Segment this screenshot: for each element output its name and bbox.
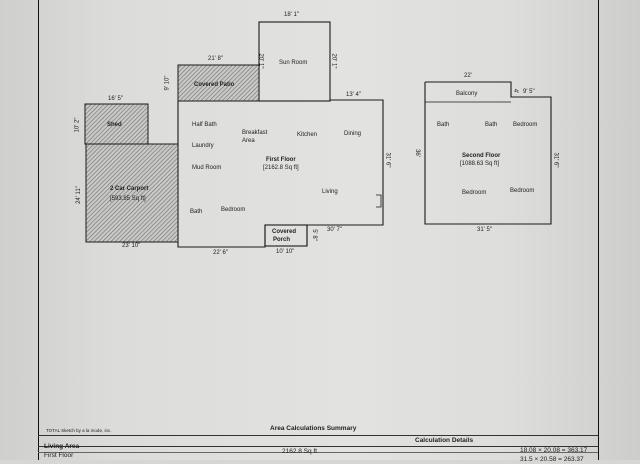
room-first-floor-area: [2162.8 Sq ft] bbox=[263, 165, 299, 171]
dim-main-bottom-right: 30' 7" bbox=[327, 227, 342, 233]
room-sun-room: Sun Room bbox=[279, 60, 308, 66]
page-border-right bbox=[598, 0, 599, 460]
footer-top-rule bbox=[38, 435, 598, 436]
room-bedroom2-br: Bedroom bbox=[510, 188, 535, 194]
dim-main-right-side: 31' 6" bbox=[384, 152, 391, 168]
footer-calc-line: 18.08 × 20.08 = 363.17 bbox=[520, 447, 588, 454]
dim-balcony-side: 4' bbox=[512, 88, 519, 94]
room-carport-area: [593.85 Sq ft] bbox=[110, 196, 146, 202]
footer-calc-details: Calculation Details bbox=[415, 437, 474, 444]
dim-shed-side: 10' 2" bbox=[74, 117, 81, 133]
footer-lower-rule bbox=[38, 452, 598, 453]
room-mud-room: Mud Room bbox=[192, 165, 222, 171]
dim-sun-top: 18' 1" bbox=[284, 12, 299, 18]
footer-living-area: Living Area bbox=[44, 443, 80, 450]
room-bedroom2-tr: Bedroom bbox=[513, 122, 538, 128]
dim-carport-side: 24' 11" bbox=[75, 186, 82, 204]
footer-first-floor: First Floor bbox=[44, 452, 74, 459]
second-floor-outline bbox=[424, 81, 552, 225]
room-bedroom2-bl: Bedroom bbox=[462, 190, 487, 196]
room-half-bath: Half Bath bbox=[192, 122, 217, 128]
covered-patio-hatch bbox=[177, 64, 260, 102]
room-kitchen: Kitchen bbox=[297, 132, 318, 138]
room-dining: Dining bbox=[344, 131, 362, 137]
dim-balcony-right: 9' 5" bbox=[523, 89, 535, 95]
dim-shed-top: 16' 5" bbox=[108, 96, 123, 102]
dim-porch-side: 5' 8" bbox=[310, 229, 317, 241]
shed-hatch bbox=[84, 103, 149, 145]
room-second-floor: Second Floor bbox=[462, 153, 501, 159]
dim-second-left: 36' bbox=[413, 149, 420, 157]
room-shed: Shed bbox=[107, 122, 122, 128]
dim-second-top: 22' bbox=[464, 73, 472, 79]
room-covered-porch-1: Covered bbox=[272, 229, 297, 235]
living-bracket bbox=[376, 194, 382, 208]
footer-first-floor-value: 2162.8 Sq ft bbox=[282, 448, 318, 455]
footer-credit: TOTAL Sketch by a la mode, inc. bbox=[46, 428, 112, 433]
dim-sun-right: 20' 1" bbox=[330, 53, 337, 69]
room-bath: Bath bbox=[190, 209, 203, 215]
room-bedroom: Bedroom bbox=[221, 207, 246, 213]
room-carport: 2 Car Carport bbox=[110, 186, 149, 192]
dim-sun-left: 20' 1" bbox=[257, 53, 264, 69]
footer-summary-title: Area Calculations Summary bbox=[270, 425, 357, 432]
dim-main-right-top: 13' 4" bbox=[346, 92, 361, 98]
footer-calc-line2: 31.5 × 20.58 = 263.37 bbox=[520, 456, 584, 463]
dim-patio-top: 21' 8" bbox=[208, 56, 223, 62]
room-breakfast-area: Area bbox=[242, 138, 255, 144]
room-covered-patio: Covered Patio bbox=[194, 82, 235, 88]
dim-second-bottom: 31' 5" bbox=[477, 227, 492, 233]
room-balcony: Balcony bbox=[456, 91, 478, 97]
room-bath2-mid: Bath bbox=[485, 122, 498, 128]
dim-main-bottom-left: 22' 6" bbox=[213, 250, 228, 256]
room-laundry: Laundry bbox=[192, 143, 214, 149]
room-first-floor: First Floor bbox=[266, 157, 296, 163]
dim-patio-side: 9' 10" bbox=[164, 75, 171, 91]
room-second-floor-area: [1088.63 Sq ft] bbox=[460, 161, 500, 167]
footer-middle-rule bbox=[38, 446, 598, 447]
carport-hatch bbox=[85, 143, 179, 243]
room-covered-porch-2: Porch bbox=[273, 237, 291, 243]
room-bath2-left: Bath bbox=[437, 122, 450, 128]
dim-carport-bottom: 23' 10" bbox=[122, 243, 141, 249]
room-living: Living bbox=[322, 189, 338, 195]
dim-second-right: 31' 6" bbox=[552, 152, 559, 168]
page-border-left bbox=[38, 0, 39, 460]
dim-porch-bottom: 10' 10" bbox=[276, 249, 295, 255]
room-breakfast: Breakfast bbox=[242, 130, 268, 136]
covered-porch-outline bbox=[264, 224, 308, 247]
